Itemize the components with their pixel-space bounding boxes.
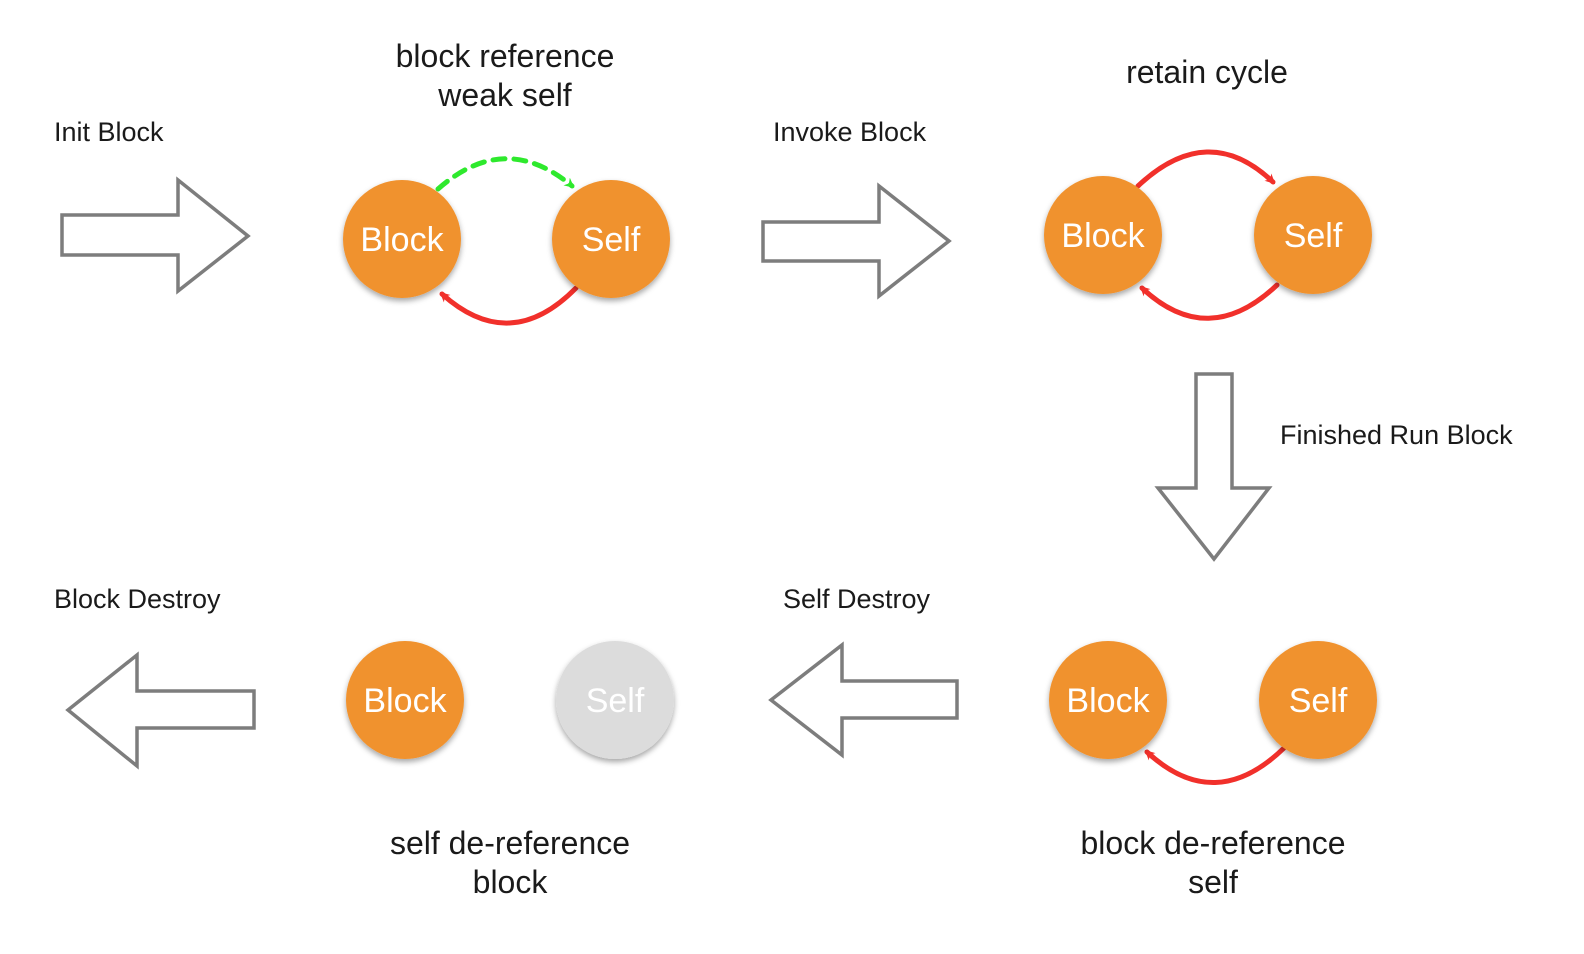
- block-node-label: Block: [1066, 682, 1150, 720]
- self-deref-stage: Block Self: [346, 641, 674, 759]
- finished-run-block-arrow: [1154, 372, 1273, 562]
- block-node: [1044, 176, 1162, 294]
- block-node: [1049, 641, 1167, 759]
- strong-reference-arrow: [439, 285, 579, 326]
- weak-stage-caption-line1: block reference: [396, 38, 615, 74]
- self-deref-caption-line1: self de-reference: [390, 825, 630, 861]
- retain-cycle-stage: Block Self: [1044, 149, 1372, 321]
- self-node-label: Self: [1284, 217, 1343, 255]
- init-block-label: Init Block: [54, 117, 164, 147]
- self-destroy-label: Self Destroy: [783, 584, 931, 614]
- finished-run-block-label: Finished Run Block: [1280, 420, 1513, 450]
- block-to-self-arrow: [1135, 149, 1276, 189]
- self-node: [1254, 176, 1372, 294]
- invoke-block-label: Invoke Block: [773, 117, 927, 147]
- self-node-label: Self: [582, 221, 641, 259]
- self-to-block-arrow: [1144, 745, 1287, 785]
- block-node-label: Block: [360, 221, 444, 259]
- weak-reference-arrow: [435, 156, 575, 192]
- block-node-label: Block: [1061, 217, 1145, 255]
- block-deref-caption-line1: block de-reference: [1080, 825, 1345, 861]
- invoke-block-arrow: [761, 182, 952, 300]
- weak-stage-caption-line2: weak self: [437, 77, 572, 113]
- init-block-arrow: [60, 176, 251, 295]
- destroyed-self-node-label: Self: [586, 682, 645, 720]
- block-node: [343, 180, 461, 298]
- block-destroy-label: Block Destroy: [54, 584, 221, 614]
- self-node-label: Self: [1289, 682, 1348, 720]
- self-to-block-arrow: [1139, 282, 1280, 321]
- block-deref-stage: Block Self: [1049, 641, 1377, 785]
- self-node: [1259, 641, 1377, 759]
- block-node-label: Block: [363, 682, 447, 720]
- block-destroy-arrow: [65, 651, 256, 770]
- self-destroy-arrow: [768, 641, 959, 759]
- destroyed-self-node: [556, 641, 674, 759]
- self-deref-caption-line2: block: [473, 864, 549, 900]
- block-node: [346, 641, 464, 759]
- cycle-stage-caption: retain cycle: [1126, 54, 1288, 90]
- weak-reference-stage: Block Self: [343, 156, 670, 326]
- self-node: [552, 180, 670, 298]
- block-deref-caption-line2: self: [1188, 864, 1238, 900]
